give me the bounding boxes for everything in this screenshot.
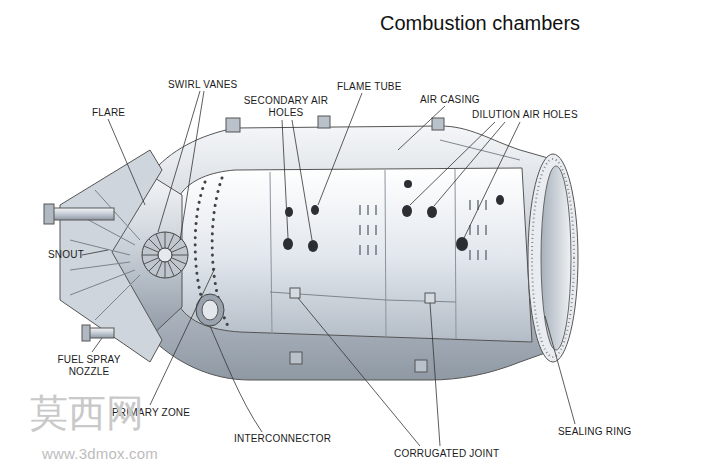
- part-label: FLAME TUBE: [337, 81, 402, 93]
- air-casing: [150, 116, 548, 380]
- fuel-spray-nozzle: [44, 204, 114, 341]
- exit-flange: [528, 154, 578, 362]
- part-label: SEALING RING: [558, 426, 632, 438]
- dome-and-snout: [60, 150, 229, 362]
- part-label: AIR CASING: [420, 94, 480, 106]
- part-label: DILUTION AIR HOLES: [472, 109, 578, 121]
- watermark: www.3dmox.com: [42, 444, 158, 463]
- part-label: FUEL SPRAY NOZZLE: [55, 354, 123, 378]
- part-label: SNOUT: [48, 249, 84, 261]
- part-label: CORRUGATED JOINT: [394, 448, 499, 460]
- watermark: 莫西网: [30, 392, 145, 434]
- diagram-title: Combustion chambers: [380, 12, 580, 35]
- leader-lines: [82, 91, 575, 446]
- swirl-vanes: [142, 232, 188, 278]
- part-label: FLARE: [92, 107, 125, 119]
- air-holes: [283, 180, 504, 252]
- part-label: INTERCONNECTOR: [234, 433, 331, 445]
- part-label: SECONDARY AIR HOLES: [238, 95, 334, 119]
- part-label: SWIRL VANES: [168, 79, 237, 91]
- flame-tube: [180, 168, 532, 342]
